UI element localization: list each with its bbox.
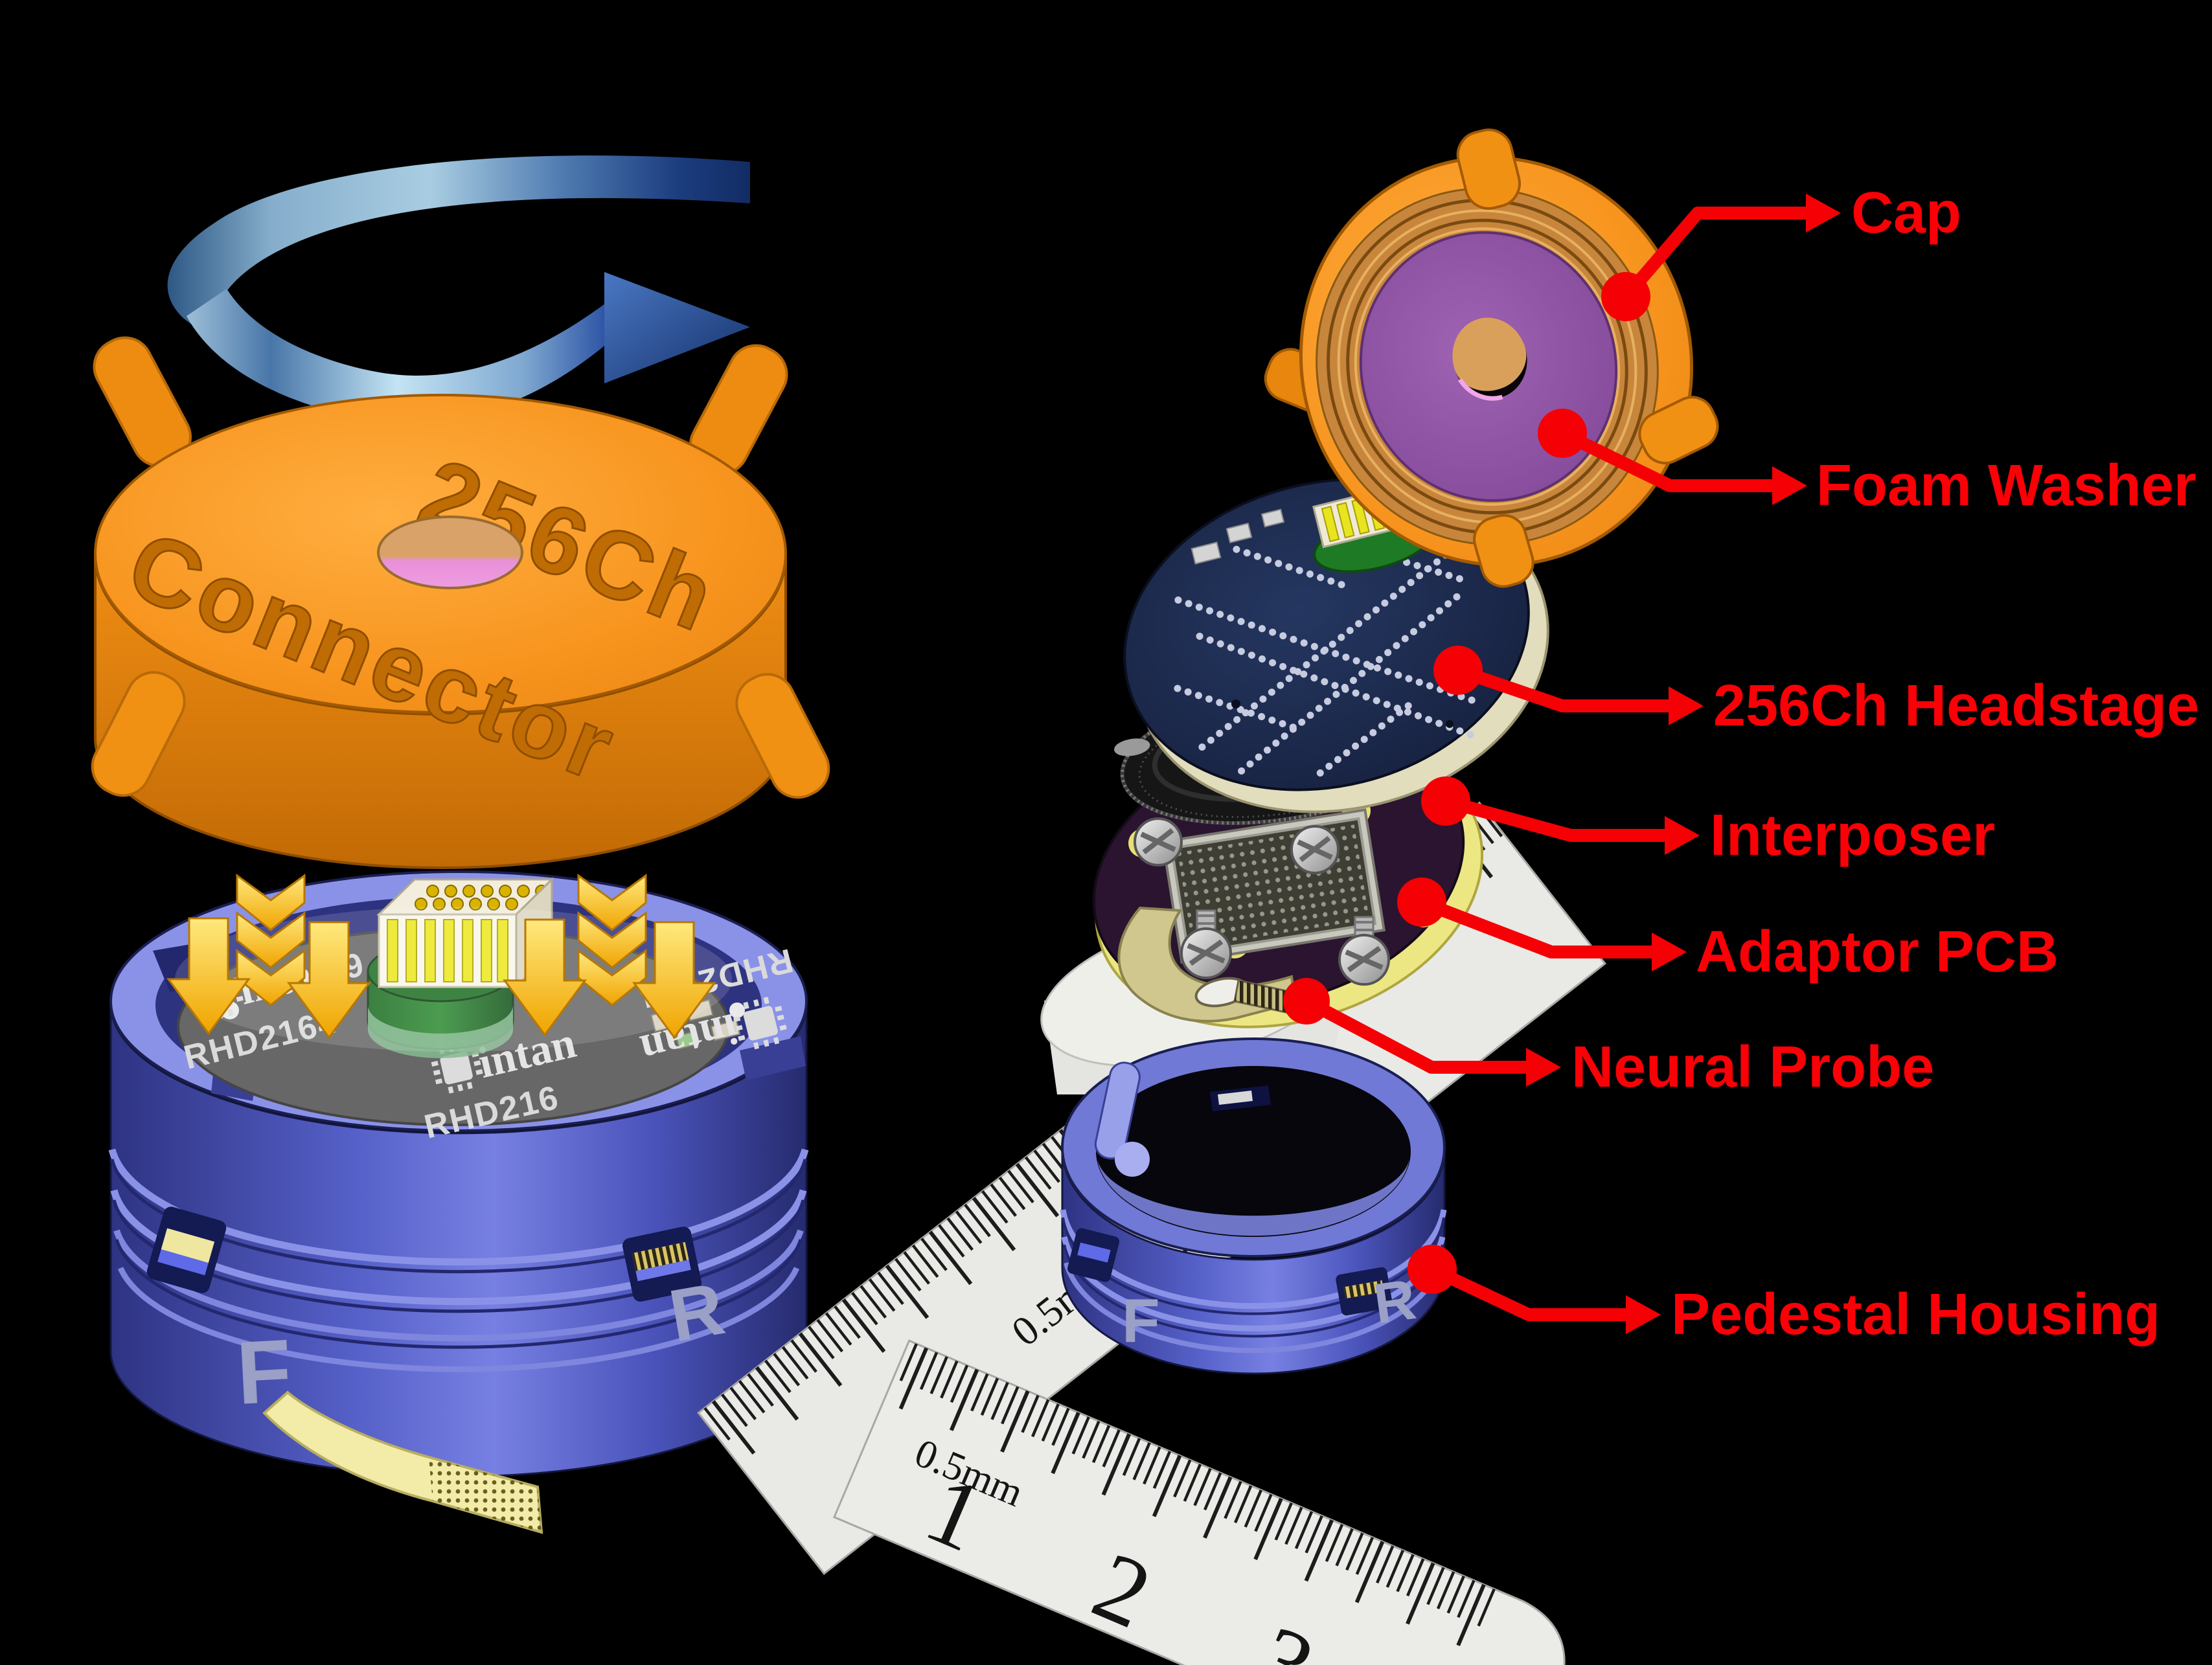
chevron-stack-right (577, 874, 647, 1006)
callout-arrowhead (1669, 686, 1704, 725)
label-neural-probe: Neural Probe (1571, 1035, 1934, 1100)
label-cap: Cap (1851, 181, 1961, 245)
callout-arrowhead (1626, 1295, 1661, 1334)
callout-arrowhead (1772, 466, 1807, 505)
label-foam-washer: Foam Washer (1816, 453, 2196, 518)
pcb-fiducial (729, 1002, 745, 1018)
ring-inner-post (1094, 1061, 1141, 1160)
callout-adaptor-pcb: Adaptor PCB (1397, 878, 2058, 984)
label-pedestal-housing: Pedestal Housing (1671, 1282, 2160, 1347)
foam-hole (1452, 317, 1527, 401)
rotation-arrow-icon (167, 155, 750, 423)
left-pedestal-housing: 9 intan RHD2164 intan RHD2164 intan (108, 870, 809, 1534)
right-pedestal-housing: F R (1060, 1037, 1447, 1375)
callout-neural-probe: Neural Probe (1283, 978, 1934, 1100)
callout-arrowhead (1526, 1048, 1561, 1087)
callout-interposer: Interposer (1421, 776, 1995, 868)
callout-foam-washer: Foam Washer (1538, 409, 2196, 518)
headstage-hole (1446, 720, 1454, 728)
headstage-bottom (1123, 478, 1530, 791)
ring-slot-left (1067, 1228, 1120, 1282)
housing-slot-right (622, 1227, 701, 1302)
ring-inner-wall (1097, 1159, 1409, 1236)
label-adaptor-pcb: Adaptor PCB (1696, 920, 2058, 984)
ruler-lower: 0.5mm 1 2 3 cm (832, 1339, 1566, 1665)
headstage-via-pattern (1174, 542, 1481, 777)
connector-pins (387, 919, 508, 982)
callout-cap: Cap (1601, 181, 1961, 321)
ring-inner-tab (1115, 1142, 1150, 1177)
solid-arrows (166, 917, 716, 1039)
label-interposer: Interposer (1710, 803, 1995, 868)
adaptor-screws (1134, 817, 1390, 986)
ring-slot-right (1336, 1267, 1393, 1316)
front-marker-right: F (1122, 1286, 1160, 1355)
callout-arrowhead (1652, 933, 1687, 971)
cap-tabs-front (91, 671, 830, 799)
connector-pin-tops (415, 885, 548, 911)
chevron-stack-left (236, 874, 306, 1006)
connector-block (376, 877, 554, 990)
housing-slot-left (146, 1206, 227, 1293)
callout-arrowhead (1806, 194, 1841, 232)
ring-opening (1096, 1066, 1411, 1237)
headstage-hole (1231, 699, 1240, 708)
headstage-smd (1191, 508, 1285, 565)
press-down-arrows (166, 874, 716, 1039)
label-headstage: 256Ch Headstage (1713, 674, 2199, 738)
cap-tabs-front (1456, 128, 1719, 588)
cap-center-hole (377, 515, 523, 589)
callout-headstage: 256Ch Headstage (1433, 646, 2199, 738)
callout-arrowhead (1665, 816, 1700, 855)
neural-probe-flex (1117, 906, 1299, 1023)
callout-pedestal-housing: Pedestal Housing (1408, 1245, 2160, 1347)
flex-cable-bottom (262, 1390, 543, 1534)
ring-key-sliver (1218, 1091, 1253, 1105)
left-connector-cap: 256Ch Connector (91, 336, 830, 869)
interposer-tab (1114, 738, 1150, 756)
callouts: Cap Foam Washer 256Ch Headstage Interpos… (1283, 181, 2199, 1347)
